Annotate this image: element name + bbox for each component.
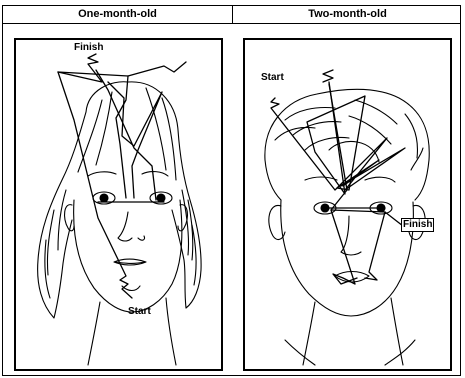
face-drawing-one-month (16, 40, 221, 369)
scan-path-two-month (271, 70, 405, 284)
eyebrow-right (365, 177, 395, 182)
face-outline (74, 200, 182, 312)
start-label-one-month: Start (128, 306, 151, 318)
panel-title-two-month: Two-month-old (233, 7, 462, 21)
scan-path-one-month (58, 54, 186, 298)
panel-two-month: Start Finish (243, 38, 452, 371)
face-drawing-two-month (245, 40, 450, 369)
eyebrow-left (88, 172, 116, 176)
finish-label-one-month: Finish (74, 42, 103, 54)
nose (118, 212, 145, 241)
finish-label-two-month: Finish (401, 218, 434, 232)
panel-title-one-month: One-month-old (3, 7, 232, 21)
start-label-two-month: Start (261, 72, 284, 84)
eyebrow-right (142, 172, 168, 176)
panel-one-month: Finish Start (14, 38, 223, 371)
eyebrow-left (305, 177, 337, 180)
hair-outline-left (38, 112, 86, 318)
